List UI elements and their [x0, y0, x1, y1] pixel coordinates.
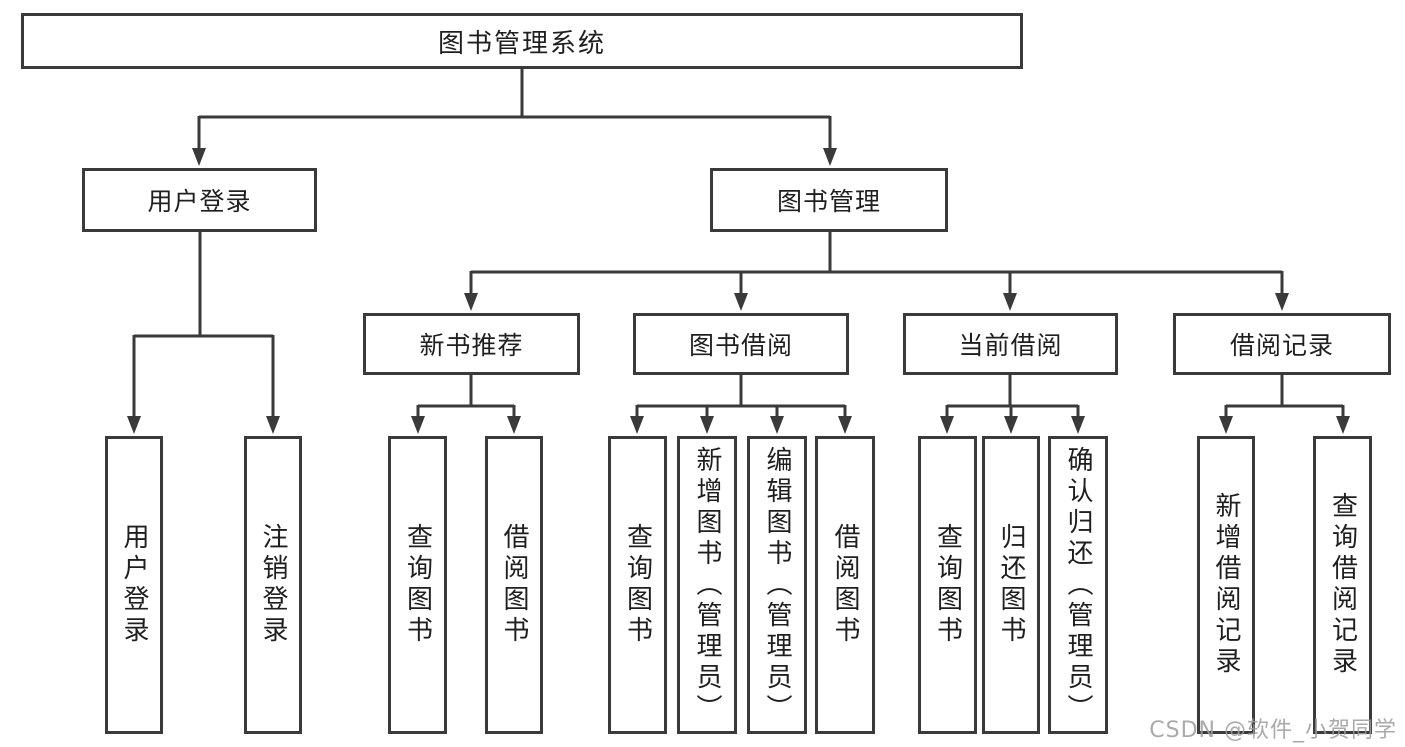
leaf-edit-books-admin: 编辑图书（管理员） — [747, 436, 807, 734]
node-book-borrow: 图书借阅 — [633, 313, 849, 375]
node-label: 新增图书（管理员） — [692, 445, 722, 725]
node-label: 借阅图书 — [499, 523, 529, 647]
leaf-borrow-books-1: 借阅图书 — [485, 436, 543, 734]
leaf-user-login: 用户登录 — [105, 436, 163, 734]
node-user-login: 用户登录 — [82, 168, 317, 232]
leaf-query-borrow-record: 查询借阅记录 — [1313, 436, 1372, 734]
csdn-watermark: CSDN @软件_小贺同学 — [1149, 718, 1397, 743]
leaf-query-books-2: 查询图书 — [608, 436, 667, 734]
node-label: 新增借阅记录 — [1211, 492, 1241, 678]
leaf-confirm-return-admin: 确认归还（管理员） — [1048, 436, 1108, 734]
leaf-add-borrow-record: 新增借阅记录 — [1197, 436, 1255, 734]
node-borrow-record: 借阅记录 — [1173, 313, 1391, 375]
node-label: 借阅图书 — [830, 523, 860, 647]
leaf-query-books-1: 查询图书 — [388, 436, 447, 734]
leaf-add-books-admin: 新增图书（管理员） — [677, 436, 737, 734]
node-book-management: 图书管理 — [710, 168, 948, 232]
connector-segments — [132, 69, 1345, 418]
node-label: 确认归还（管理员） — [1063, 445, 1093, 725]
node-label: 图书管理 — [776, 187, 881, 216]
leaf-logout: 注销登录 — [244, 436, 302, 734]
node-library-management-system: 图书管理系统 — [21, 13, 1023, 69]
node-label: 图书管理系统 — [437, 28, 606, 59]
node-label: 用户登录 — [147, 187, 252, 216]
arrowheads — [127, 148, 1350, 434]
node-label: 借阅记录 — [1229, 331, 1334, 360]
node-current-borrow: 当前借阅 — [903, 313, 1118, 375]
node-label: 注销登录 — [258, 523, 288, 647]
node-new-book-recommend: 新书推荐 — [363, 313, 580, 375]
node-label: 查询图书 — [402, 523, 433, 647]
node-label: 用户登录 — [119, 523, 149, 647]
node-label: 归还图书 — [996, 523, 1026, 647]
node-label: 查询图书 — [622, 523, 653, 647]
node-label: 当前借阅 — [958, 331, 1063, 360]
node-label: 新书推荐 — [419, 331, 524, 360]
leaf-return-books: 归还图书 — [982, 436, 1040, 734]
leaf-borrow-books-2: 借阅图书 — [815, 436, 875, 734]
node-label: 图书借阅 — [688, 331, 793, 360]
leaf-query-books-3: 查询图书 — [918, 436, 977, 734]
node-label: 查询图书 — [932, 523, 963, 647]
node-label: 编辑图书（管理员） — [762, 445, 792, 725]
node-label: 查询借阅记录 — [1327, 492, 1358, 678]
